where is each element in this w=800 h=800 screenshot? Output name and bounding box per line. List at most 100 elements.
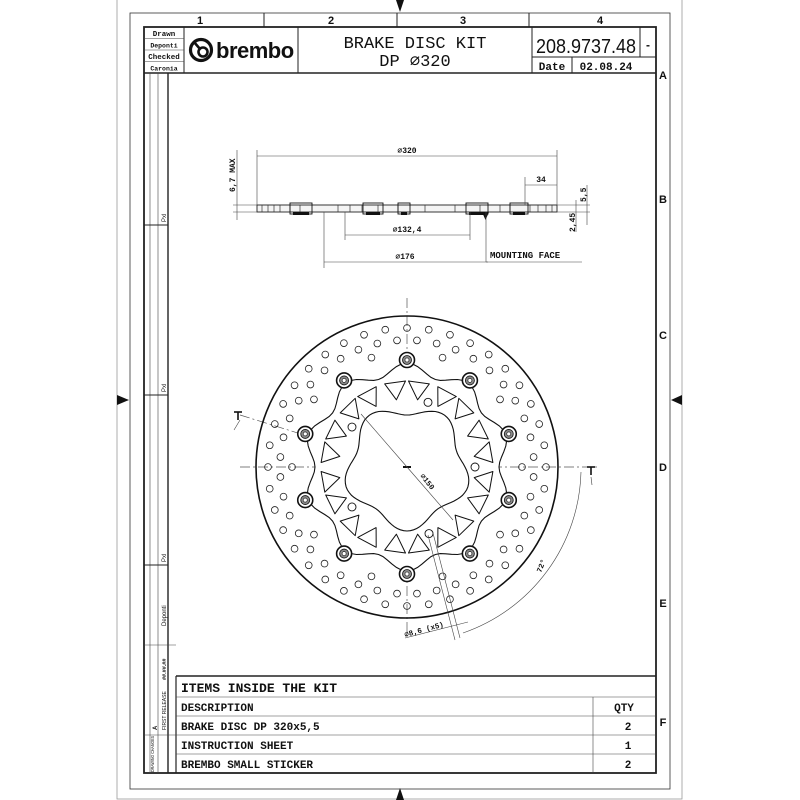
dim-thickness: 5,5 — [580, 187, 589, 202]
carrier-window — [473, 471, 494, 493]
drill-hole — [306, 380, 315, 389]
table-row-qty: 2 — [625, 760, 632, 772]
table-row-description: BRAKE DISC DP 320x5,5 — [181, 722, 320, 734]
dim-height-max: 6,7 MAX — [229, 158, 238, 192]
disc-profile — [256, 204, 558, 213]
drill-hole — [360, 595, 368, 603]
revision-label-3: Pxl — [162, 554, 168, 562]
drawing-title: BRAKE DISC KIT — [344, 35, 487, 54]
drill-hole — [432, 586, 441, 595]
drill-hole — [336, 571, 345, 580]
release-date: ##.##.## — [162, 659, 168, 680]
drill-hole — [271, 506, 279, 514]
drill-hole — [320, 366, 329, 375]
drill-hole — [526, 492, 535, 501]
drill-hole — [526, 433, 535, 442]
drill-hole — [466, 339, 474, 347]
description-header: DESCRIPTION — [181, 703, 254, 715]
drill-hole — [438, 353, 447, 362]
drill-hole — [393, 589, 401, 598]
title-block: Drawn Deponti Checked Caronia brembo BRA… — [144, 27, 656, 74]
column-label-1: 1 — [197, 15, 203, 27]
drill-hole — [373, 586, 382, 595]
revision-mark: A — [153, 725, 159, 730]
drill-hole — [484, 575, 493, 584]
drill-hole — [485, 366, 494, 375]
drill-hole — [279, 526, 287, 534]
drill-hole — [542, 463, 550, 471]
row-label-a: A — [659, 70, 667, 82]
bobbin-hole — [302, 497, 308, 503]
drill-hole — [529, 453, 538, 461]
drill-hole — [306, 545, 315, 554]
approver-name: Deponti — [162, 605, 168, 626]
column-label-2: 2 — [328, 15, 334, 27]
table-row-description: BREMBO SMALL STICKER — [181, 760, 313, 772]
mounting-hole — [423, 397, 433, 407]
bobbin-hole — [506, 497, 512, 503]
column-label-3: 3 — [460, 15, 466, 27]
drill-hole — [285, 414, 294, 423]
drill-hole — [285, 511, 294, 520]
drill-hole — [265, 484, 274, 493]
drill-hole — [446, 331, 454, 339]
drill-hole — [511, 396, 520, 405]
kit-items-table: ITEMS INSIDE THE KIT DESCRIPTION QTY BRA… — [176, 675, 656, 773]
column-label-4: 4 — [597, 15, 604, 27]
drill-hole — [451, 345, 460, 354]
drill-hole — [294, 396, 303, 405]
drill-hole — [340, 339, 348, 347]
drawing-subtitle: DP ∅320 — [379, 53, 450, 72]
drill-hole — [304, 364, 313, 373]
carrier-window — [325, 419, 347, 440]
drill-hole — [354, 345, 363, 354]
drill-hole — [535, 420, 543, 428]
row-label-c: C — [659, 330, 667, 342]
drill-hole — [310, 530, 318, 539]
drill-hole — [424, 600, 433, 609]
carrier-window — [467, 419, 489, 440]
drawn-by-name: Deponti — [150, 43, 177, 50]
drill-hole — [360, 331, 368, 339]
drill-hole — [271, 420, 279, 428]
carrier-window — [473, 441, 494, 463]
dim-mounting-holes: ∅8,6 (x5) — [404, 622, 445, 640]
bobbin-hole — [341, 378, 347, 383]
bobbin-hole — [404, 357, 410, 363]
drilled-holes — [264, 324, 550, 610]
drill-hole — [466, 587, 474, 595]
row-labels: A B C D E F — [659, 70, 667, 729]
drill-hole — [469, 571, 478, 580]
drawing-changes-label: DRAWING CHANGES — [150, 736, 155, 772]
mounting-face-label: MOUNTING FACE — [490, 251, 561, 261]
drill-hole — [446, 595, 454, 603]
mounting-hole — [347, 422, 357, 432]
drill-hole — [264, 463, 272, 471]
drill-hole — [321, 350, 330, 359]
drill-hole — [485, 559, 494, 568]
dim-outer-diameter: ∅320 — [397, 147, 416, 156]
dim-inner-diameter: ∅176 — [395, 253, 414, 262]
revision-label-1: Pxl — [162, 214, 168, 222]
drill-hole — [529, 473, 538, 481]
drill-hole — [496, 530, 504, 539]
bobbin-section-fill — [513, 212, 525, 215]
carrier-window — [384, 533, 406, 554]
drill-hole — [290, 544, 299, 553]
drill-hole — [515, 381, 524, 390]
drill-hole — [381, 325, 390, 334]
drill-hole — [373, 339, 382, 348]
drill-hole — [265, 441, 274, 450]
mounting-hole — [470, 462, 480, 472]
drawn-label: Drawn — [153, 31, 176, 39]
drill-hole — [527, 400, 535, 408]
date-label: Date — [539, 62, 566, 74]
disc-front-view: ∅150 ∅8,6 (x5) 72° — [233, 298, 600, 641]
bobbin-hole — [341, 551, 347, 556]
drill-hole — [535, 506, 543, 514]
section-view: ∅320 34 6,7 MAX 5,5 2,45 ∅132,4 ∅176 MOU… — [229, 147, 590, 268]
drill-hole — [276, 473, 285, 481]
drill-hole — [501, 561, 510, 570]
row-label-e: E — [659, 598, 666, 610]
drill-hole — [413, 589, 421, 598]
